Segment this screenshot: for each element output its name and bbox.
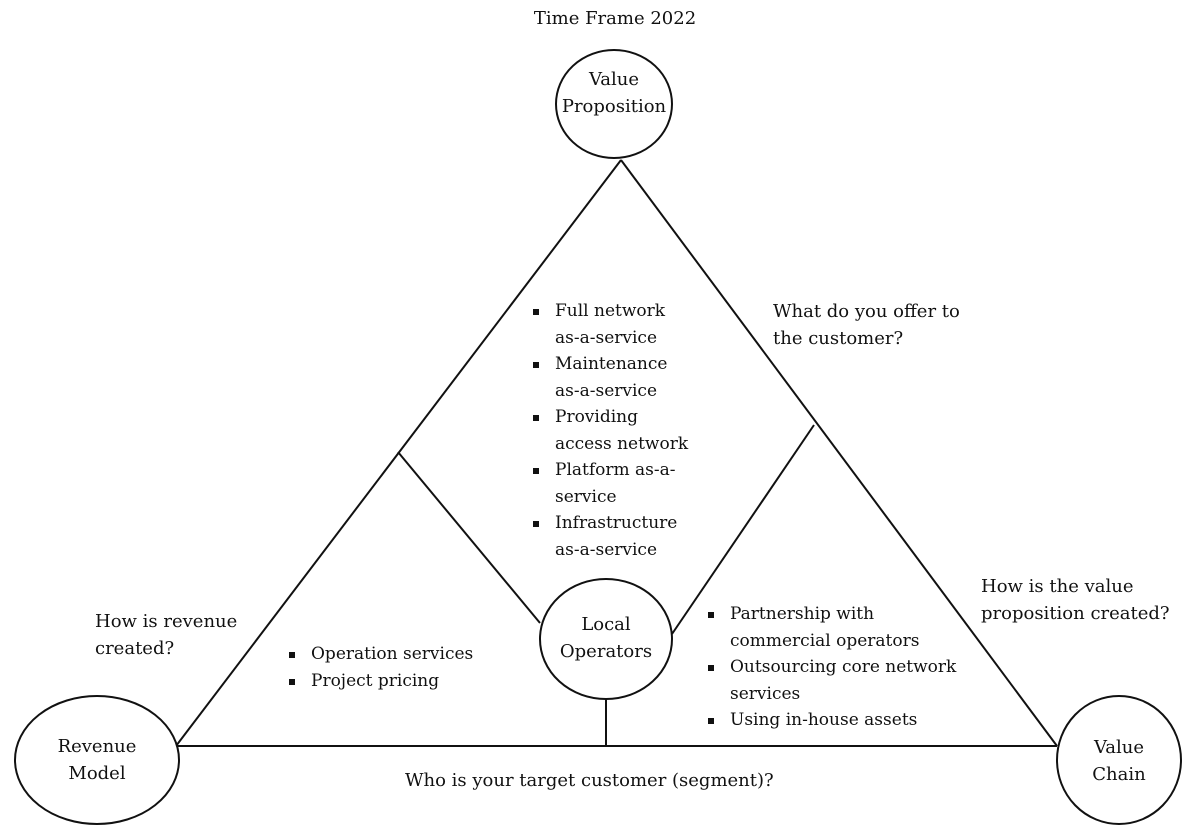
target-customer-question: Who is your target customer (segment)? xyxy=(405,770,774,791)
revenue-model-circle xyxy=(14,695,180,825)
local-operators-label: Local Operators xyxy=(559,614,653,662)
revenue-question: How is revenue created? xyxy=(95,611,238,659)
revenue-model-list: Operation services Project pricing xyxy=(286,641,516,694)
list-item: Operation services xyxy=(286,641,516,668)
value-proposition-circle xyxy=(555,49,673,159)
right-inner-connector xyxy=(671,424,815,635)
value-chain-label: Value Chain xyxy=(1092,737,1146,785)
local-operators-circle xyxy=(539,578,673,700)
diagram-title: Time Frame 2022 xyxy=(533,8,697,29)
triangle-right-edge xyxy=(620,159,1058,747)
value-chain-circle xyxy=(1056,695,1182,825)
revenue-model-label: Revenue Model xyxy=(57,736,137,784)
value-proposition-label: Value Proposition xyxy=(561,69,667,117)
list-item: Using in-house assets xyxy=(705,707,995,734)
list-item: Project pricing xyxy=(286,668,516,695)
offer-question: What do you offer to the customer? xyxy=(773,301,960,349)
list-item: Platform as-a-service xyxy=(530,457,730,510)
value-created-question: How is the value proposition created? xyxy=(981,576,1170,624)
left-inner-connector xyxy=(397,451,541,624)
